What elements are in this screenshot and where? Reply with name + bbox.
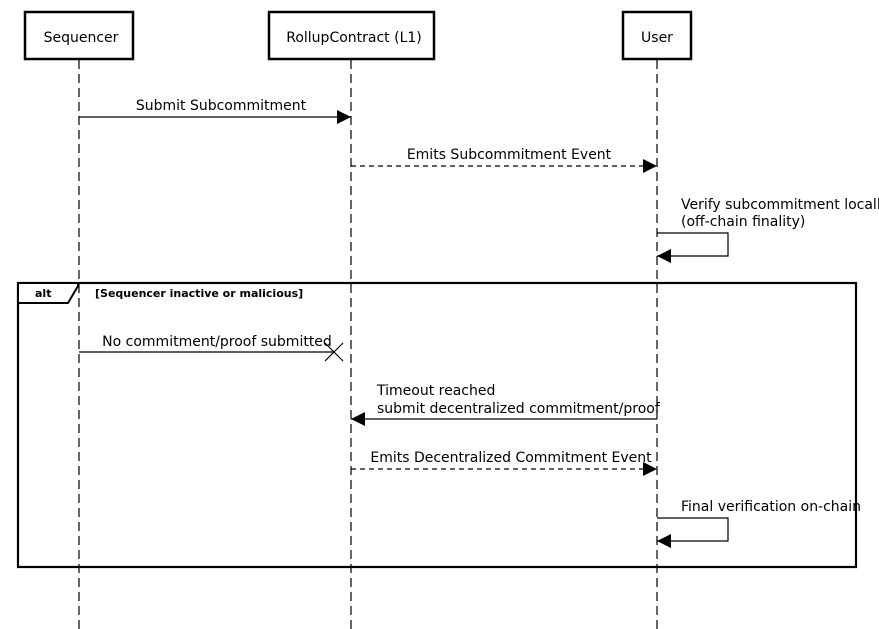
participant-sequencer: Sequencer: [23, 10, 135, 61]
message-submit-subcommitment: Submit Subcommitment: [79, 98, 351, 124]
message-label: No commitment/proof submitted: [102, 334, 332, 350]
participant-label: RollupContract (L1): [286, 30, 422, 46]
message-label: submit decentralized commitment/proof: [377, 401, 661, 417]
message-label: Emits Subcommitment Event: [407, 147, 612, 163]
message-arrow: [657, 232, 729, 263]
message-label: Final verification on-chain: [681, 499, 861, 515]
message-label: Verify subcommitment locally: [681, 197, 879, 213]
message-label: (off-chain finality): [681, 214, 805, 230]
message-label: Timeout reached: [376, 383, 495, 399]
message-label: Submit Subcommitment: [136, 98, 307, 114]
fragment-tag: [17, 282, 79, 304]
message-verify-locally: Verify subcommitment locally (off-chain …: [657, 197, 879, 263]
participant-rollup-contract: RollupContract (L1): [267, 10, 436, 61]
participant-label: Sequencer: [44, 30, 119, 46]
message-no-commitment: No commitment/proof submitted: [79, 334, 344, 362]
message-timeout-submit: Timeout reached submit decentralized com…: [351, 383, 661, 426]
lost-cross-icon: [324, 342, 344, 362]
alt-fragment: alt [Sequencer inactive or malicious]: [16, 281, 858, 569]
message-label: Emits Decentralized Commitment Event: [370, 450, 652, 466]
message-emits-subcommitment-event: Emits Subcommitment Event: [351, 147, 657, 173]
participant-user: User: [621, 10, 693, 61]
message-arrow: [657, 517, 729, 548]
message-final-verification: Final verification on-chain: [657, 499, 861, 548]
participant-label: User: [641, 30, 673, 46]
message-emits-decentralized-event: Emits Decentralized Commitment Event: [351, 450, 657, 476]
fragment-guard: [Sequencer inactive or malicious]: [95, 287, 303, 300]
fragment-frame: [16, 281, 858, 569]
fragment-keyword: alt: [35, 287, 51, 300]
